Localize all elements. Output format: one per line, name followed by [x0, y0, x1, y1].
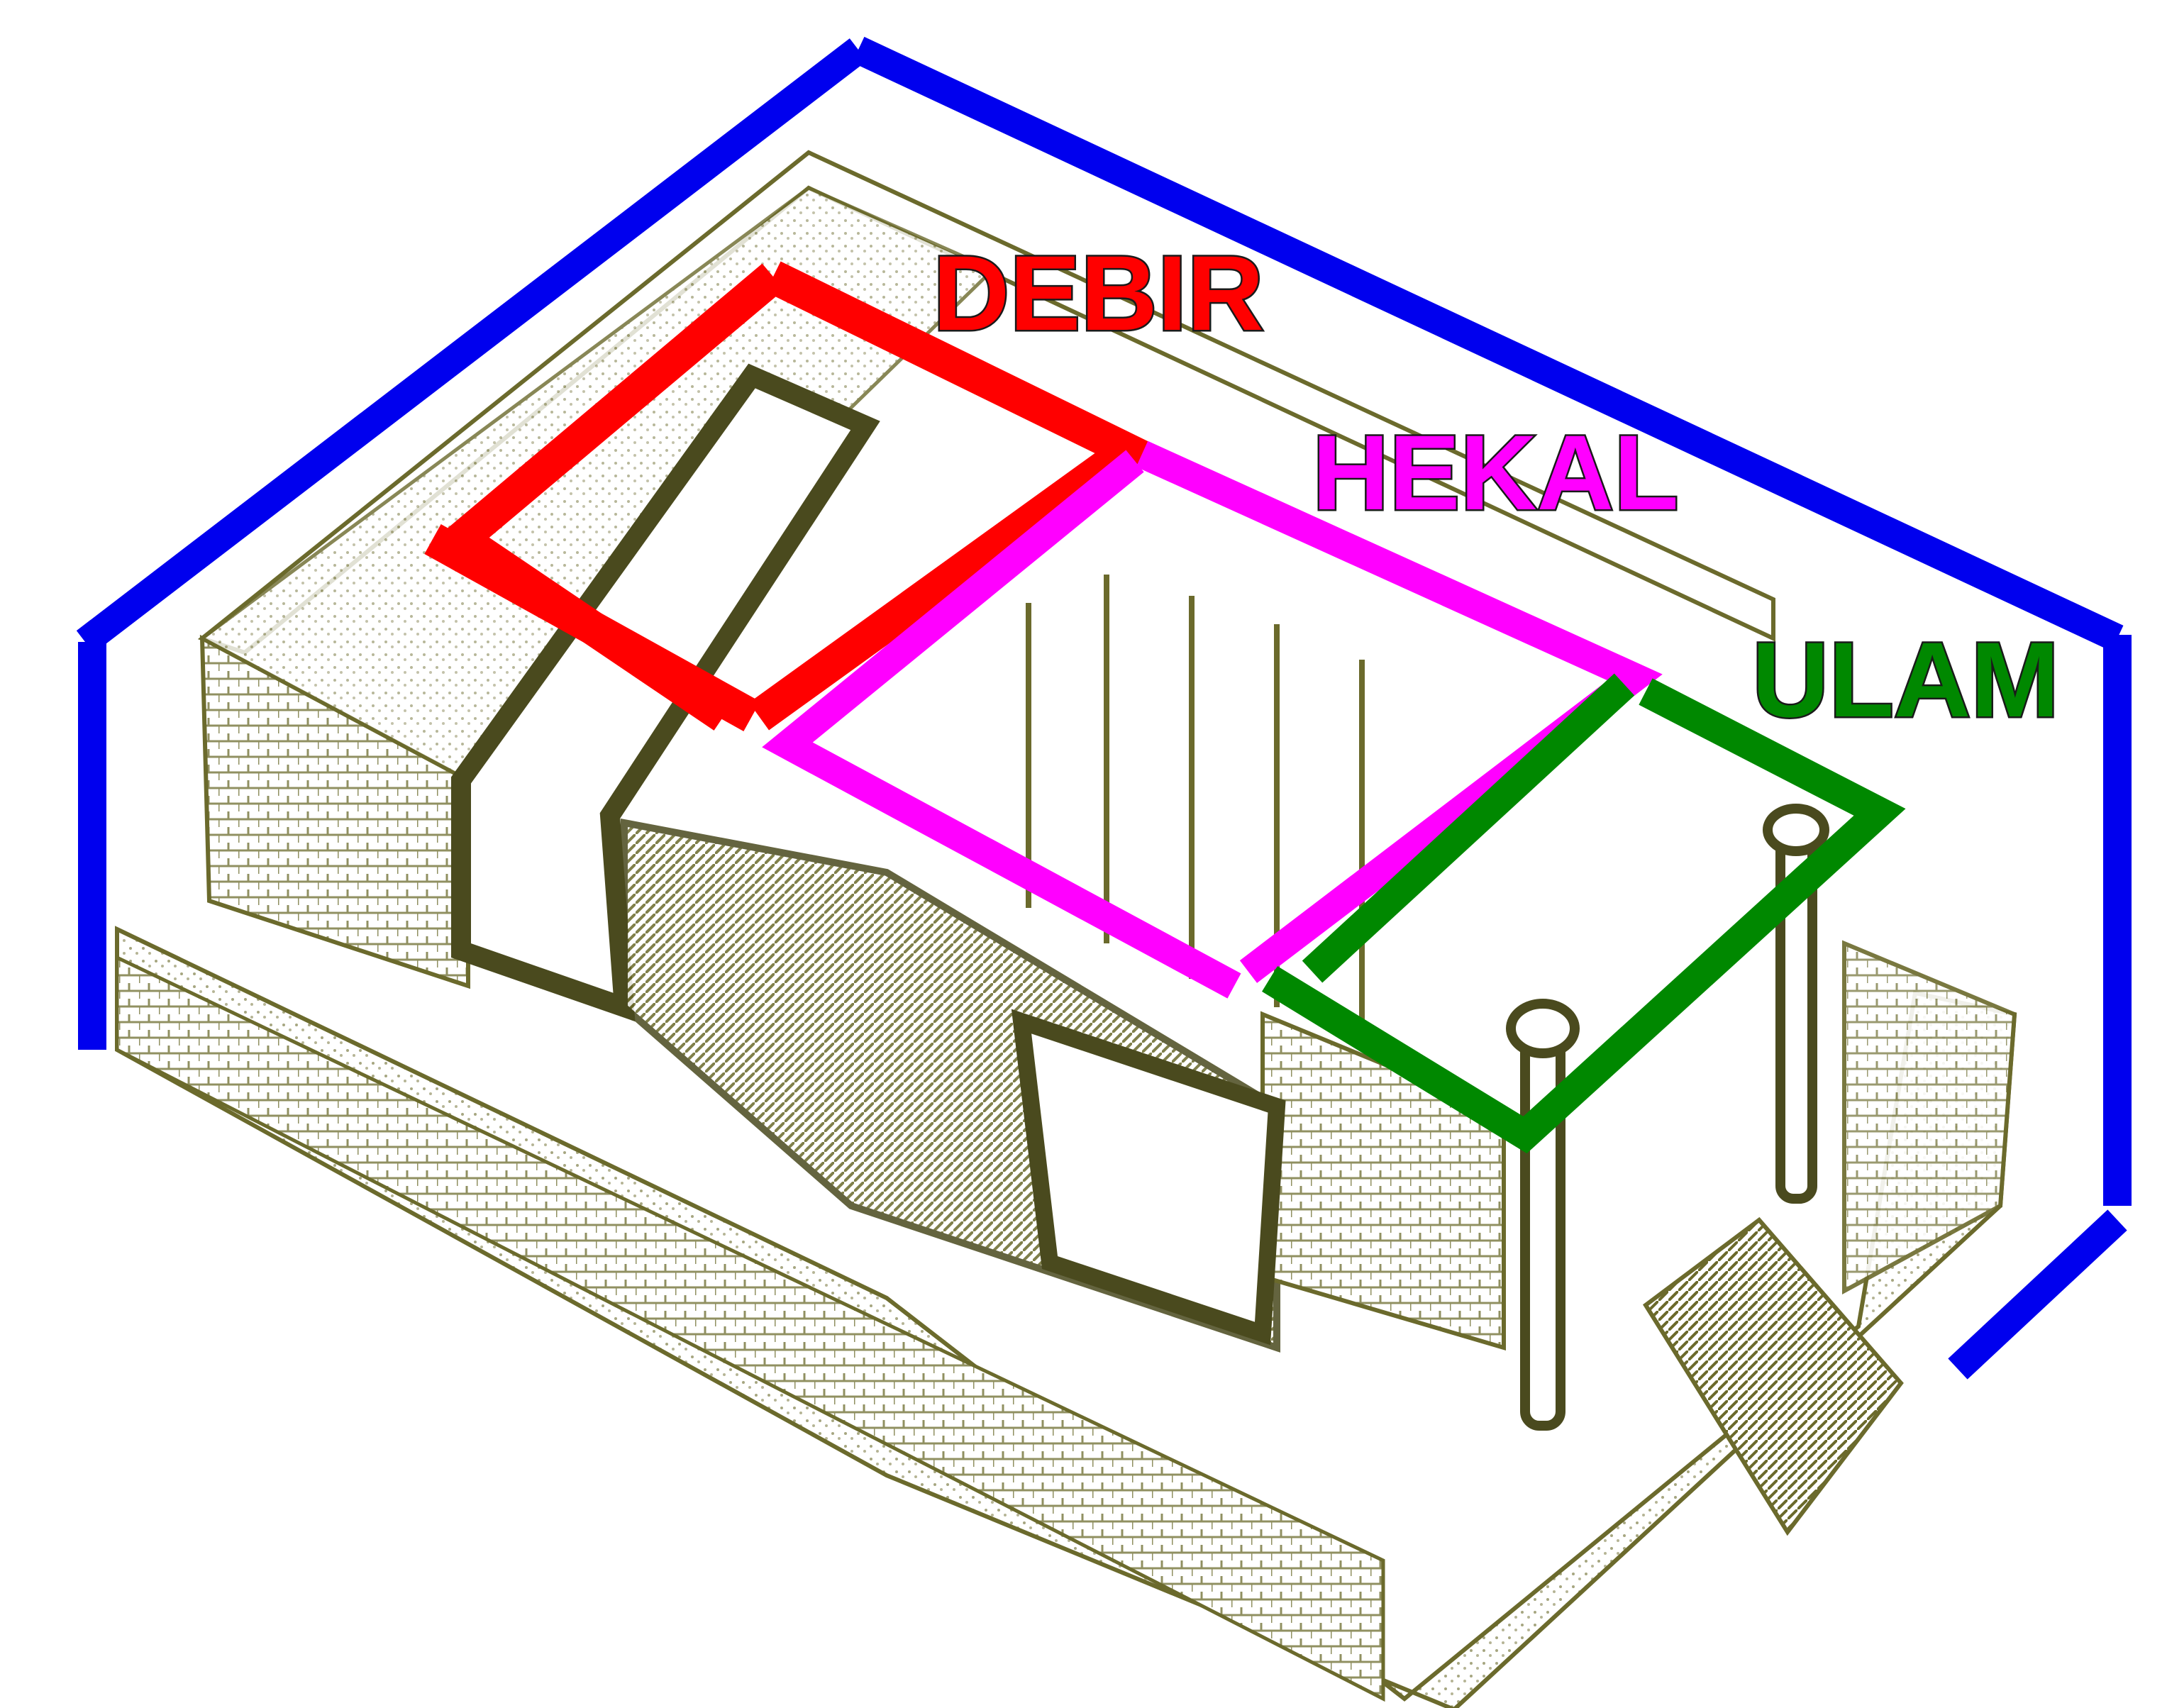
side-chamber-top-left: [199, 186, 997, 783]
platform-front-wall: [115, 955, 1385, 1702]
debir-frame: [424, 261, 1161, 731]
hekal-label: HEKAL: [1312, 413, 1679, 532]
enclosure-roofline-right: [852, 36, 2124, 652]
ulam-frame: [1262, 673, 1906, 1154]
front-staircase: [1642, 1216, 1904, 1536]
enclosure-roofline: [76, 38, 868, 653]
enclosure-outline: [76, 36, 2132, 1380]
debir-label: DEBIR: [933, 233, 1264, 353]
enclosure-front-corner: [1948, 1209, 2127, 1380]
ulam-label: ULAM: [1752, 620, 2059, 739]
temple-illustration: [115, 150, 2017, 1708]
hekal-frame: [762, 440, 1663, 999]
right-side-wall: [1842, 940, 2017, 1295]
porch-columns: [1506, 804, 1829, 1431]
altar-block: [1011, 1009, 1286, 1346]
